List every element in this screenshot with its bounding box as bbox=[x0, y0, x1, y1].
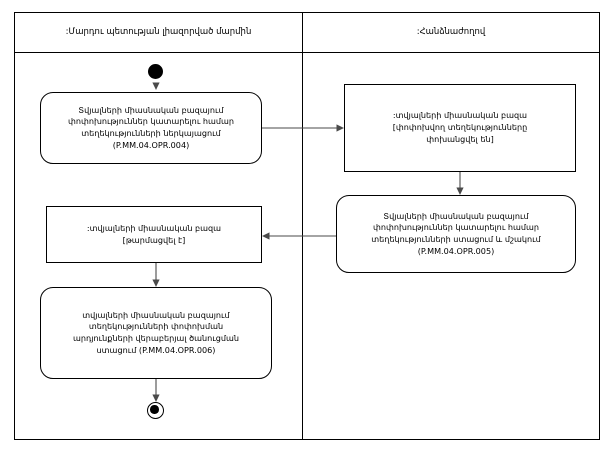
activity-node-opr-005-label: Տվյալների միասնական բազայում փոփոխությու… bbox=[371, 210, 541, 256]
activity-node-opr-006[interactable]: տվյալների միասնական բազայում տեղեկությու… bbox=[40, 287, 272, 379]
activity-node-opr-005[interactable]: Տվյալների միասնական բազայում փոփոխությու… bbox=[336, 195, 576, 273]
swimlane-divider bbox=[302, 12, 303, 440]
activity-node-opr-004[interactable]: Տվյալների միասնական բազայում փոփոխությու… bbox=[40, 92, 262, 164]
activity-node-opr-004-label: Տվյալների միասնական բազայում փոփոխությու… bbox=[67, 104, 235, 150]
swimlane-frame bbox=[14, 12, 600, 440]
start-node bbox=[148, 64, 163, 79]
swimlane-header-left: :Մարդու պետության լիազորված մարմին bbox=[65, 26, 252, 37]
activity-node-opr-006-label: տվյալների միասնական բազայում տեղեկությու… bbox=[72, 309, 240, 355]
swimlane-header-rule bbox=[14, 52, 600, 53]
swimlane-header-right: :Հանձնաժողով bbox=[416, 26, 486, 37]
object-node-data-updated-label: :տվյալների միասնական բազա [թարմացվել է] bbox=[86, 222, 222, 245]
object-node-data-updated[interactable]: :տվյալների միասնական բազա [թարմացվել է] bbox=[46, 206, 262, 263]
object-node-data-transferred[interactable]: :տվյալների միասնական բազա [փոփոխվող տեղե… bbox=[344, 84, 576, 172]
object-node-data-transferred-label: :տվյալների միասնական բազա [փոփոխվող տեղե… bbox=[392, 110, 528, 144]
end-node bbox=[147, 402, 164, 419]
